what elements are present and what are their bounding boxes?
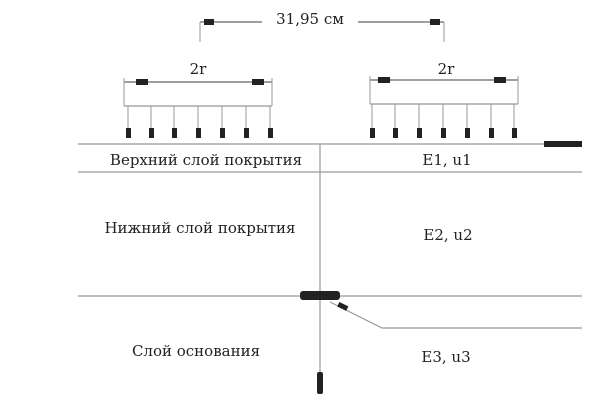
dimension-arrow-right-icon — [430, 19, 440, 25]
leader-arrow-icon — [337, 302, 349, 311]
load-left-pressure-arrows — [126, 106, 273, 138]
axis-end-marker-icon — [317, 372, 323, 394]
load-right-arrow-left-icon — [378, 77, 390, 83]
load-left-label: 2r — [190, 60, 208, 78]
spacing-dimension: 31,95 см — [199, 10, 445, 42]
load-right-label: 2r — [438, 60, 456, 78]
load-right-arrow-right-icon — [494, 77, 506, 83]
load-left: 2r — [123, 60, 273, 138]
layer-3-name: Слой основания — [132, 342, 260, 360]
spacing-label: 31,95 см — [276, 10, 344, 28]
layer-2-params: E2, u2 — [423, 226, 472, 244]
load-right-pressure-arrows — [370, 104, 517, 138]
layer-1-name: Верхний слой покрытия — [110, 151, 302, 169]
load-left-arrow-left-icon — [136, 79, 148, 85]
dimension-arrow-left-icon — [204, 19, 214, 25]
surface-pointer-icon — [544, 141, 582, 147]
layer-3-params: E3, u3 — [421, 348, 470, 366]
load-right: 2r — [369, 60, 519, 138]
leader-line — [329, 301, 582, 329]
load-left-arrow-right-icon — [252, 79, 264, 85]
layer-1-params: E1, u1 — [422, 151, 471, 169]
layer-2-name: Нижний слой покрытия — [104, 219, 295, 237]
interface-marker-icon — [300, 291, 340, 300]
